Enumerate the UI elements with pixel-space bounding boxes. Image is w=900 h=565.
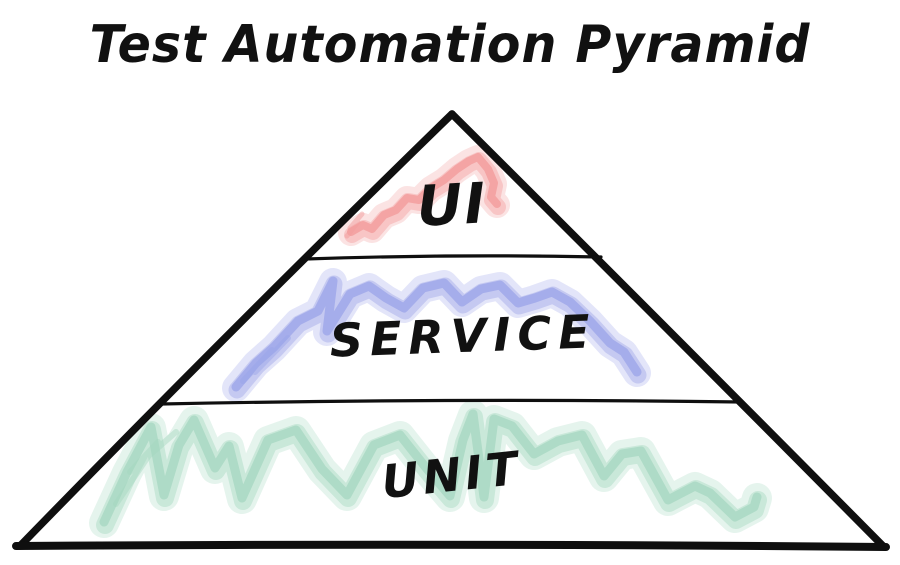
pyramid-left-edge [16, 110, 456, 550]
diagram-title-area: Test Automation Pyramid [0, 0, 900, 75]
layer-label-ui: UI [415, 171, 489, 240]
ui-scribble-accent [344, 211, 365, 239]
ui-highlight-scribble [347, 157, 498, 236]
unit-highlight-scribble [104, 414, 758, 525]
service-highlight-scribble [236, 281, 638, 390]
diagram-title: Test Automation Pyramid [89, 14, 811, 75]
unit-scribble-accent [113, 429, 179, 507]
divider-service-unit [160, 398, 743, 406]
divider-ui-service [304, 254, 603, 261]
pyramid-base-edge [12, 540, 890, 551]
pyramid-right-edge [448, 110, 888, 551]
pyramid-outline [12, 110, 890, 551]
layer-label-service: SERVICE [329, 304, 598, 367]
service-scribble-accent [240, 335, 291, 384]
